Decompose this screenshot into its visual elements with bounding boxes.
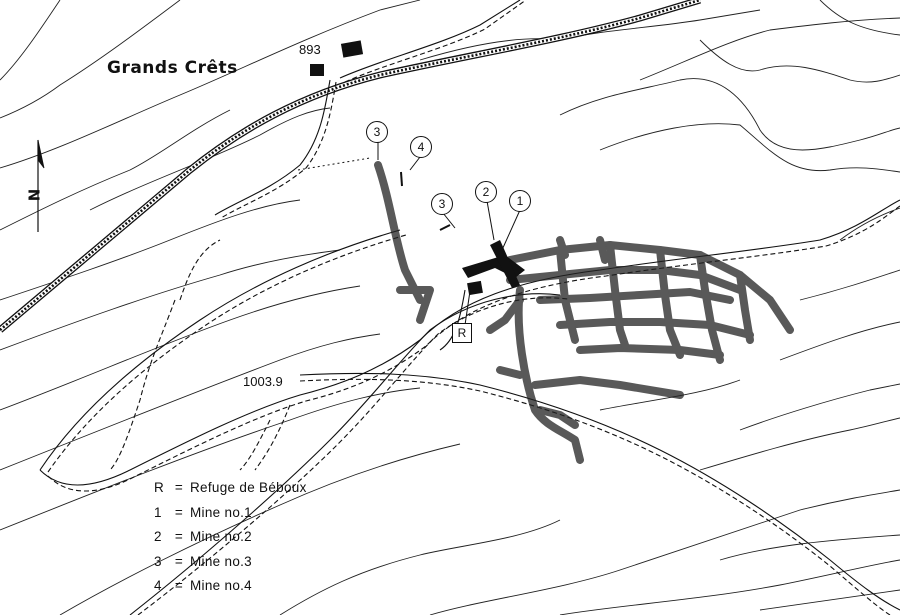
- place-name: Grands Crêts: [107, 58, 238, 78]
- legend-separator: =: [174, 553, 184, 569]
- north-label: N: [24, 188, 43, 202]
- mine-3-callout: 3: [366, 121, 388, 143]
- mine-2-callout: 2: [475, 181, 497, 203]
- callout-leaders: [377, 141, 521, 326]
- legend-key: 2: [154, 529, 162, 544]
- legend-item-refuge: R = Refuge de Béboux: [154, 478, 307, 503]
- legend-label: Mine no.3: [190, 553, 252, 569]
- legend-item-mine-2: 2 = Mine no.2: [154, 527, 307, 552]
- mine-3-callout-lower: 3: [431, 193, 453, 215]
- legend-key: 3: [154, 553, 162, 569]
- legend-key: 4: [154, 578, 162, 593]
- legend-item-mine-4: 4 = Mine no.4: [154, 576, 307, 601]
- elevation-top-label: 893: [299, 42, 321, 57]
- legend-key: 1: [154, 504, 162, 520]
- elevation-road-label: 1003.9: [243, 374, 283, 389]
- north-arrow-icon: [37, 139, 45, 232]
- legend-item-mine-3: 3 = Mine no.3: [154, 552, 307, 577]
- legend-label: Refuge de Béboux: [190, 480, 307, 495]
- mine-tunnels: [374, 161, 794, 464]
- legend-separator: =: [174, 578, 184, 593]
- legend-item-mine-1: 1 = Mine no.1: [154, 503, 307, 528]
- legend-label: Mine no.2: [190, 529, 252, 544]
- mine-1-callout: 1: [509, 190, 531, 212]
- legend-separator: =: [174, 504, 184, 520]
- legend-separator: =: [174, 529, 184, 544]
- legend-label: Mine no.4: [190, 578, 252, 593]
- buildings: [310, 40, 525, 296]
- legend-label: Mine no.1: [190, 504, 252, 520]
- legend-separator: =: [174, 480, 184, 495]
- railway-line: [0, 0, 702, 333]
- mine-adits: [297, 157, 451, 231]
- legend: R = Refuge de Béboux 1 = Mine no.1 2 = Mine no…: [154, 478, 307, 601]
- legend-key: R: [154, 480, 165, 495]
- roads: [39, 0, 900, 615]
- mine-4-callout: 4: [410, 136, 432, 158]
- refuge-marker: R: [452, 323, 472, 343]
